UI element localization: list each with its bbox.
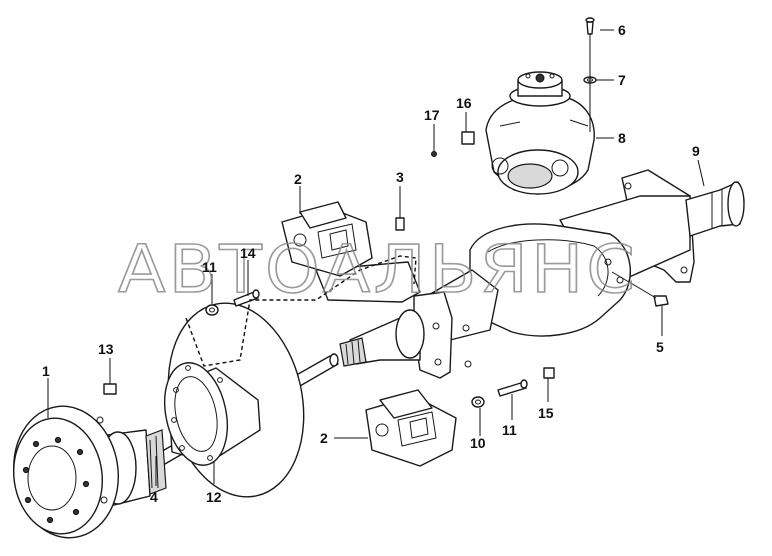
callout-2-top: 2: [294, 171, 302, 187]
callout-labels: 1 2 2 3 4 5 6 7 8 9 10 11 11 12 13 14 15…: [42, 22, 700, 505]
callout-1: 1: [42, 363, 50, 379]
callout-13: 13: [98, 341, 114, 357]
brake-caliper-bottom: [365, 389, 457, 467]
axle-housing: [315, 169, 745, 379]
callout-7: 7: [618, 72, 626, 88]
callout-2-bottom: 2: [320, 430, 328, 446]
callout-10: 10: [470, 435, 486, 451]
small-fasteners: [103, 17, 669, 408]
callout-5: 5: [656, 339, 664, 355]
wheel-hub: [12, 405, 167, 539]
differential-carrier: [485, 71, 595, 195]
callout-14: 14: [240, 245, 256, 261]
callout-8: 8: [618, 130, 626, 146]
leader-lines: [47, 29, 705, 486]
callout-3: 3: [396, 169, 404, 185]
callout-12: 12: [206, 489, 222, 505]
callout-15: 15: [538, 405, 554, 421]
callout-11-bottom: 11: [502, 422, 517, 438]
callout-4: 4: [150, 489, 158, 505]
callout-6: 6: [618, 22, 626, 38]
brake-disc: [164, 302, 305, 498]
callout-17: 17: [424, 107, 440, 123]
brake-hose-line: [185, 255, 417, 367]
watermark-text: АВТОАЛЬЯНС: [118, 231, 638, 308]
callout-9: 9: [692, 143, 700, 159]
brake-caliper-top: [281, 201, 373, 277]
callout-16: 16: [456, 95, 472, 111]
callout-11-top: 11: [202, 259, 217, 275]
